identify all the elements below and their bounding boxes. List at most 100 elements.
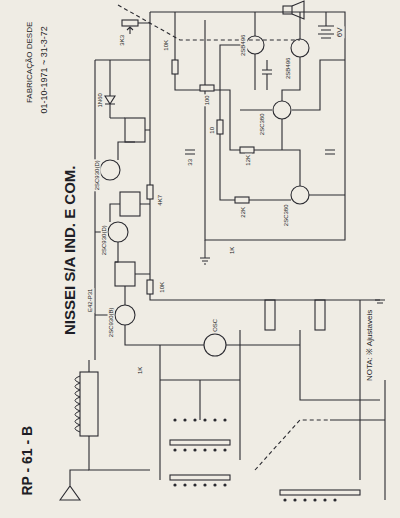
component-label: 2SC930(D): [94, 159, 101, 191]
switch-contacts: [203, 418, 206, 421]
component-label: NOTA: ※ Ajustaveis: [366, 308, 375, 381]
switch-contacts: [183, 483, 186, 486]
switch-contacts: [193, 483, 196, 486]
gang-link: [118, 5, 300, 40]
component-label: OSC: [212, 317, 219, 332]
ground-symbols: [375, 300, 385, 303]
component-label: FABRICAÇÃO DESDE: [26, 20, 35, 103]
gang-link: [255, 420, 330, 470]
wire: [110, 118, 150, 305]
wire: [240, 60, 345, 110]
switch-contacts: [223, 483, 226, 486]
switch-contacts: [203, 448, 206, 451]
switch-contacts: [293, 498, 296, 501]
battery-symbol: [318, 12, 334, 38]
switch-contacts: [213, 483, 216, 486]
speaker-symbol: [283, 6, 292, 14]
component-label: NISSEI S/A IND. E COM.: [62, 164, 79, 335]
resistor-symbol: [172, 60, 178, 74]
supply-rail: [150, 12, 345, 240]
component-label: 3K3: [119, 33, 126, 46]
wire: [330, 300, 385, 500]
transistor-symbol: [100, 160, 120, 180]
component-label: E42-P31: [87, 287, 94, 312]
switch-contacts: [323, 498, 326, 501]
bus-wire: [150, 12, 380, 300]
resistor-symbol: [147, 185, 153, 199]
speaker-symbol: [292, 1, 304, 19]
wire: [220, 45, 345, 200]
component-label: 2SC380: [259, 112, 266, 136]
component-label: 12K: [245, 153, 252, 166]
component-label: 1N60: [97, 92, 104, 108]
wire: [175, 12, 300, 186]
switch-contacts: [193, 448, 196, 451]
resistor-symbol: [200, 85, 214, 91]
switch-contacts: [213, 448, 216, 451]
transistor-symbol: [115, 305, 135, 325]
antenna-symbol: [60, 470, 89, 500]
wire: [95, 59, 150, 60]
switch-contacts: [223, 418, 226, 421]
ground-symbols: [200, 240, 210, 264]
transistor-symbol: [291, 39, 309, 57]
capacitor-symbol: [325, 150, 335, 154]
switch-contacts: [333, 498, 336, 501]
coil-windings: [75, 376, 80, 432]
switch-contacts: [183, 418, 186, 421]
wire: [160, 330, 380, 400]
component-label: 2SC930(B): [108, 306, 115, 338]
component-label: 1K: [229, 245, 236, 254]
transistor-symbol: [273, 101, 291, 119]
switch-contacts: [173, 483, 176, 486]
component-label: 100: [204, 94, 211, 106]
transistor-symbol: [291, 186, 309, 204]
component-label: 2SC930(D): [101, 224, 108, 256]
switch-contacts: [313, 498, 316, 501]
component-label: 2SC380: [283, 203, 290, 227]
resistor-symbol: [235, 197, 249, 203]
component-label: 4K7: [157, 193, 164, 206]
wire: [95, 170, 160, 345]
oscillator-coil: [204, 334, 226, 356]
component-label: 2SB496: [240, 33, 247, 56]
switch-contacts: [213, 418, 216, 421]
capacitor-symbol: [262, 60, 272, 90]
transistor-symbol: [246, 36, 264, 54]
if-transformer: [120, 192, 140, 216]
switch-contacts: [173, 418, 336, 501]
component-label: 1K: [137, 365, 144, 374]
component-label: 33: [187, 157, 194, 166]
component-label: 6V: [336, 26, 345, 38]
diode-symbol: [105, 60, 115, 118]
switch-block: [315, 300, 325, 330]
switch-block: [265, 300, 275, 330]
if-transformer: [125, 118, 145, 142]
coil-windings: [75, 376, 80, 432]
capacitor-symbol: [185, 150, 195, 154]
switch-contacts: [173, 418, 176, 421]
component-label: 10: [209, 125, 216, 134]
transistor-symbol: [108, 222, 128, 242]
resistor-symbol: [240, 147, 254, 153]
switch-contacts: [173, 448, 176, 451]
switch-bar: [280, 490, 360, 495]
wire: [89, 360, 150, 470]
switch-contacts: [183, 448, 186, 451]
switch-contacts: [203, 483, 206, 486]
potentiometer-symbol: [122, 20, 138, 26]
model-title: RP - 61 - B: [20, 424, 35, 496]
ground-symbols: [200, 240, 385, 303]
switch-bar: [170, 475, 230, 480]
component-label: 10K: [163, 38, 170, 51]
resistor-symbol: [217, 120, 223, 134]
switch-bar: [170, 440, 230, 445]
switch-contacts: [193, 418, 196, 421]
component-label: 2SB496: [285, 56, 292, 79]
switch-contacts: [223, 448, 226, 451]
wire: [160, 330, 240, 480]
component-label: 22K: [240, 205, 247, 218]
